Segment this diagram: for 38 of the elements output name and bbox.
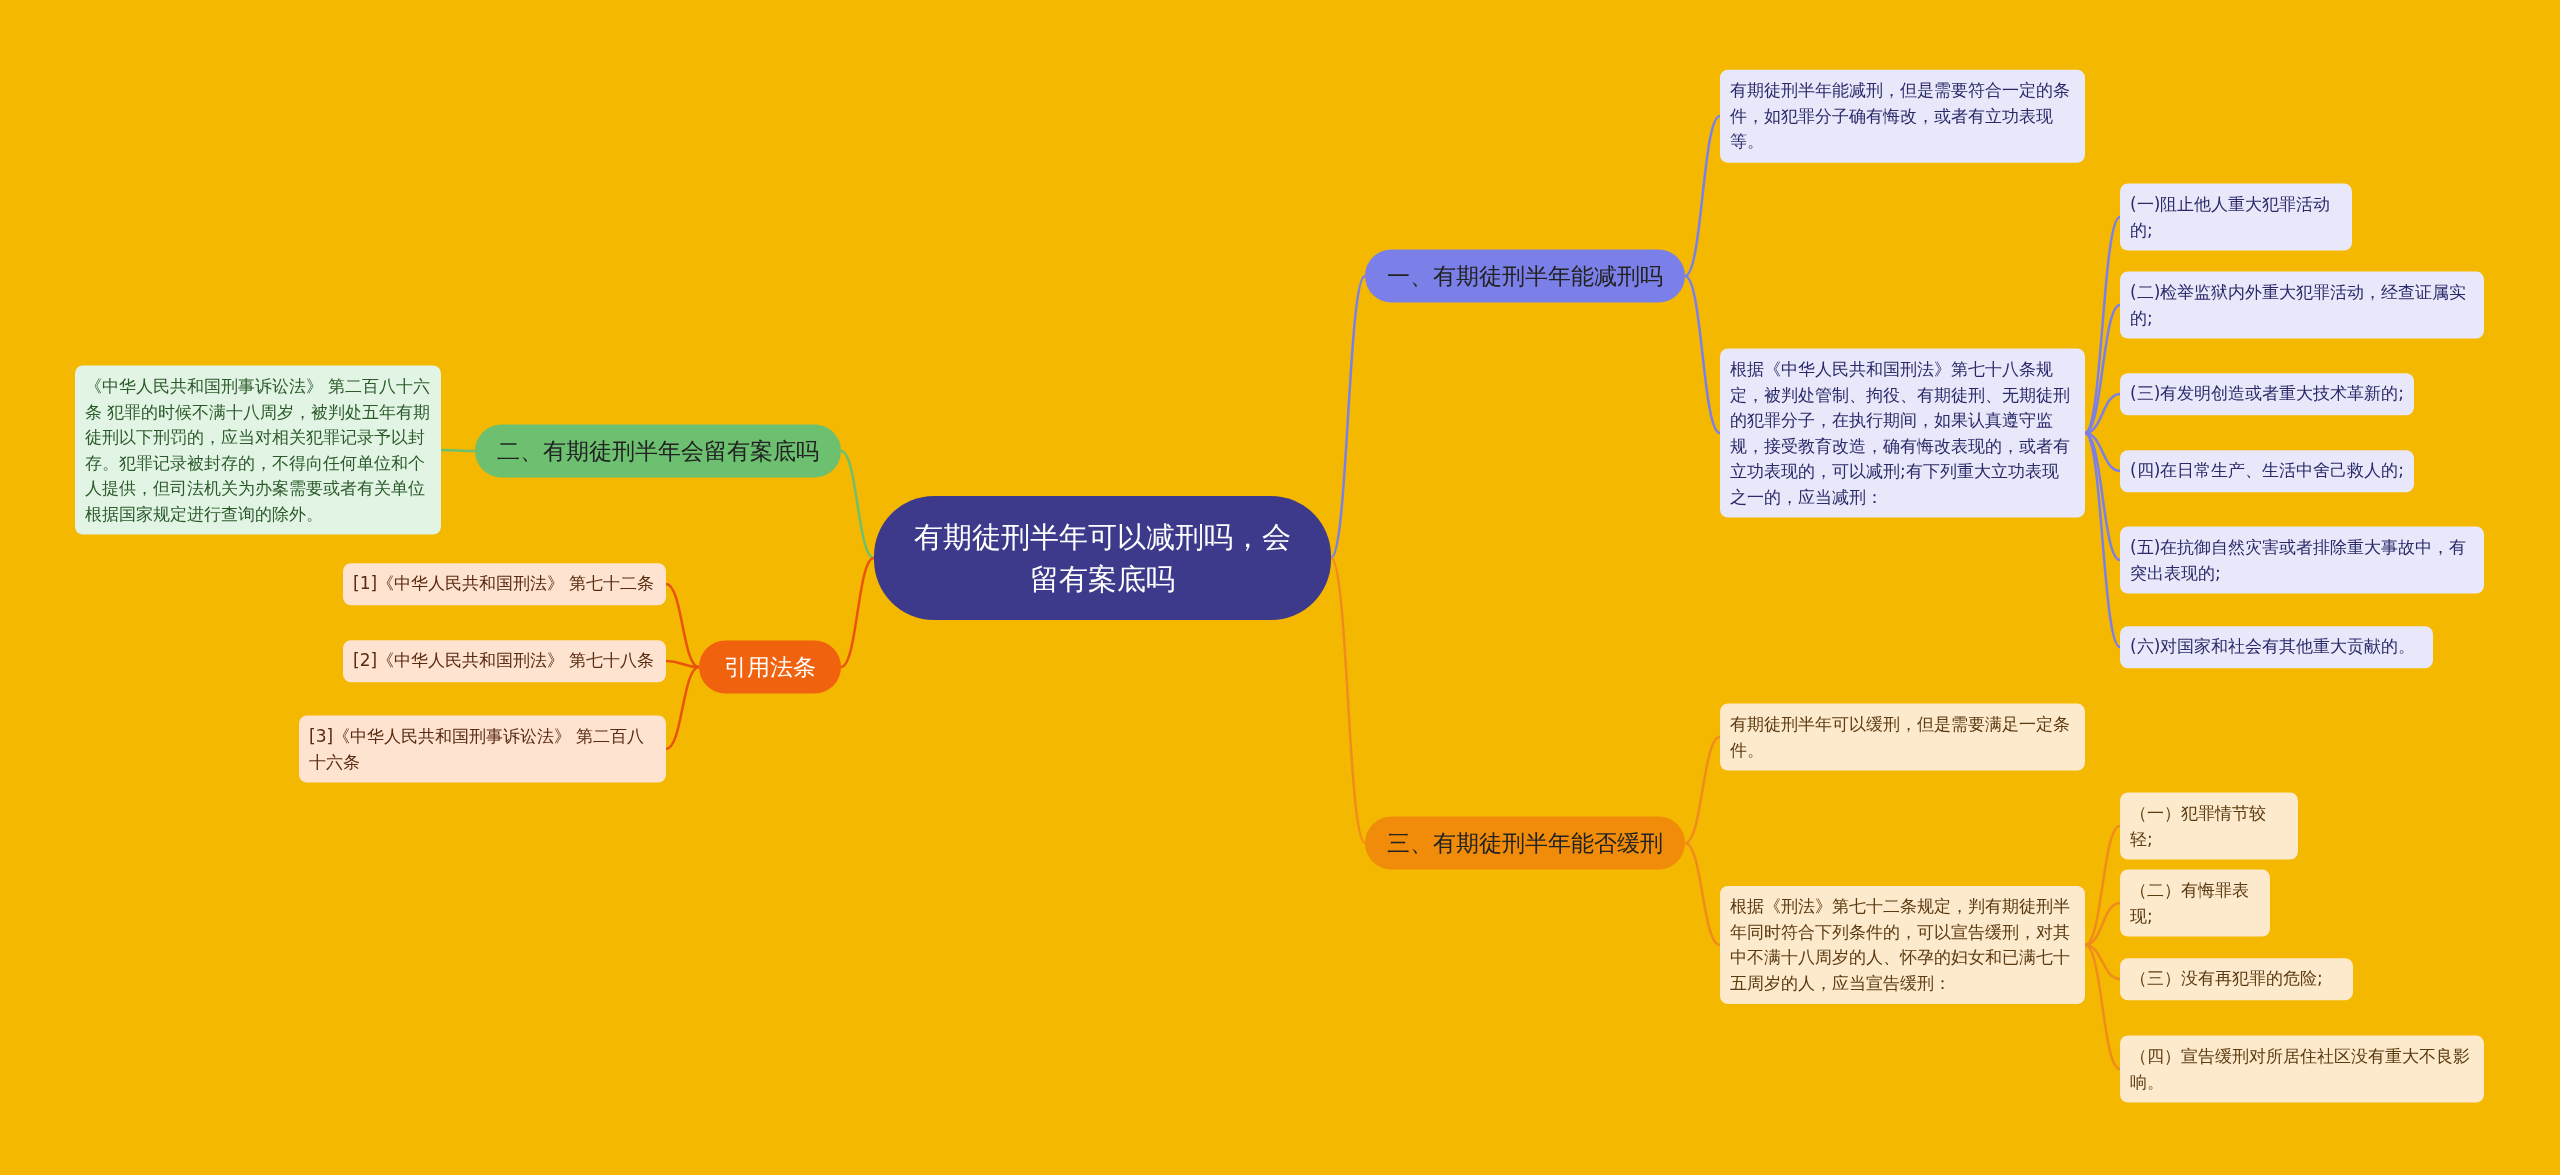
branch-topic: 二、有期徒刑半年会留有案底吗 — [475, 424, 841, 478]
reference-card: [1]《中华人民共和国刑法》 第七十二条 — [343, 563, 666, 605]
text-card: 有期徒刑半年可以缓刑，但是需要满足一定条件。 — [1720, 703, 2085, 771]
branch-topic: 引用法条 — [699, 640, 841, 694]
connector-line — [2084, 432, 2121, 648]
text-card: 有期徒刑半年能减刑，但是需要符合一定的条件，如犯罪分子确有悔改，或者有立功表现等。 — [1720, 69, 2085, 163]
connector-line — [1684, 735, 1721, 845]
connector-line — [2084, 303, 2121, 435]
connector-line — [840, 556, 875, 669]
central-topic: 有期徒刑半年可以减刑吗，会留有案底吗 — [874, 495, 1331, 621]
connector-line — [1329, 557, 1367, 844]
list-item-card: （二）有悔罪表现; — [2120, 869, 2270, 937]
list-item-card: (一)阻止他人重大犯罪活动的; — [2120, 183, 2352, 251]
reference-card: [2]《中华人民共和国刑法》 第七十八条 — [343, 640, 666, 682]
reference-card: [3]《中华人民共和国刑事诉讼法》 第二百八十六条 — [299, 715, 666, 783]
list-item-card: (六)对国家和社会有其他重大贡献的。 — [2120, 626, 2433, 668]
list-item-card: (四)在日常生产、生活中舍己救人的; — [2120, 450, 2414, 492]
connector-line — [840, 449, 875, 560]
branch-topic: 一、有期徒刑半年能减刑吗 — [1365, 249, 1685, 303]
text-card: 《中华人民共和国刑事诉讼法》 第二百八十六条 犯罪的时候不满十八周岁，被判处五年有期徒刑以下刑罚的，应当对相关犯罪记录予以封存。犯罪记录被封存的，不得向任何单位和个人提供，但司法机关为办案需要或者有关单位根据国家规定进行查询的除外。 — [75, 365, 441, 535]
list-item-card: （四）宣告缓刑对所居住社区没有重大不良影响。 — [2120, 1035, 2484, 1103]
list-item-card: （一）犯罪情节较轻; — [2120, 792, 2298, 860]
text-card: 根据《中华人民共和国刑法》第七十八条规定，被判处管制、拘役、有期徒刑、无期徒刑的犯罪分子，在执行期间，如果认真遵守监规，接受教育改造，确有悔改表现的，或者有立功表现的，可以减刑;有下列重大立功表现之一的，应当减刑： — [1720, 348, 2085, 518]
connector-line — [1329, 275, 1367, 559]
list-item-card: (五)在抗御自然灾害或者排除重大事故中，有突出表现的; — [2120, 526, 2484, 594]
connector-line — [441, 448, 475, 453]
connector-line — [2084, 943, 2121, 1071]
connector-line — [1684, 275, 1721, 434]
connector-line — [1684, 115, 1721, 277]
list-item-card: (二)检举监狱内外重大犯罪活动，经查证属实的; — [2120, 271, 2484, 339]
connector-line — [665, 665, 700, 751]
connector-line — [1684, 841, 1721, 947]
connector-line — [665, 582, 700, 669]
list-item-card: (三)有发明创造或者重大技术革新的; — [2120, 373, 2414, 415]
text-card: 根据《刑法》第七十二条规定，判有期徒刑半年同时符合下列条件的，可以宣告缓刑，对其中不满十八周岁的人、怀孕的妇女和已满七十五周岁的人，应当宣告缓刑： — [1720, 886, 2085, 1004]
list-item-card: （三）没有再犯罪的危险; — [2120, 958, 2353, 1000]
connector-line — [2084, 824, 2121, 947]
branch-topic: 三、有期徒刑半年能否缓刑 — [1365, 816, 1685, 870]
